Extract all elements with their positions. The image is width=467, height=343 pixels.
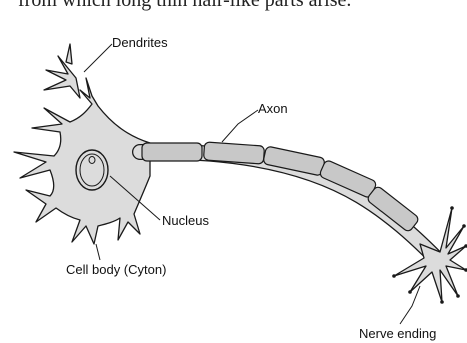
nucleus xyxy=(76,150,108,190)
label-nerve-ending: Nerve ending xyxy=(359,326,436,341)
label-cell-body: Cell body (Cyton) xyxy=(66,262,166,277)
label-axon: Axon xyxy=(258,101,288,116)
label-dendrites: Dendrites xyxy=(112,35,168,50)
leader-cell-body xyxy=(96,244,100,260)
leader-axon xyxy=(222,110,258,142)
leader-dendrites xyxy=(84,44,112,72)
label-nucleus: Nucleus xyxy=(162,213,209,228)
dendrite-top xyxy=(44,44,80,98)
